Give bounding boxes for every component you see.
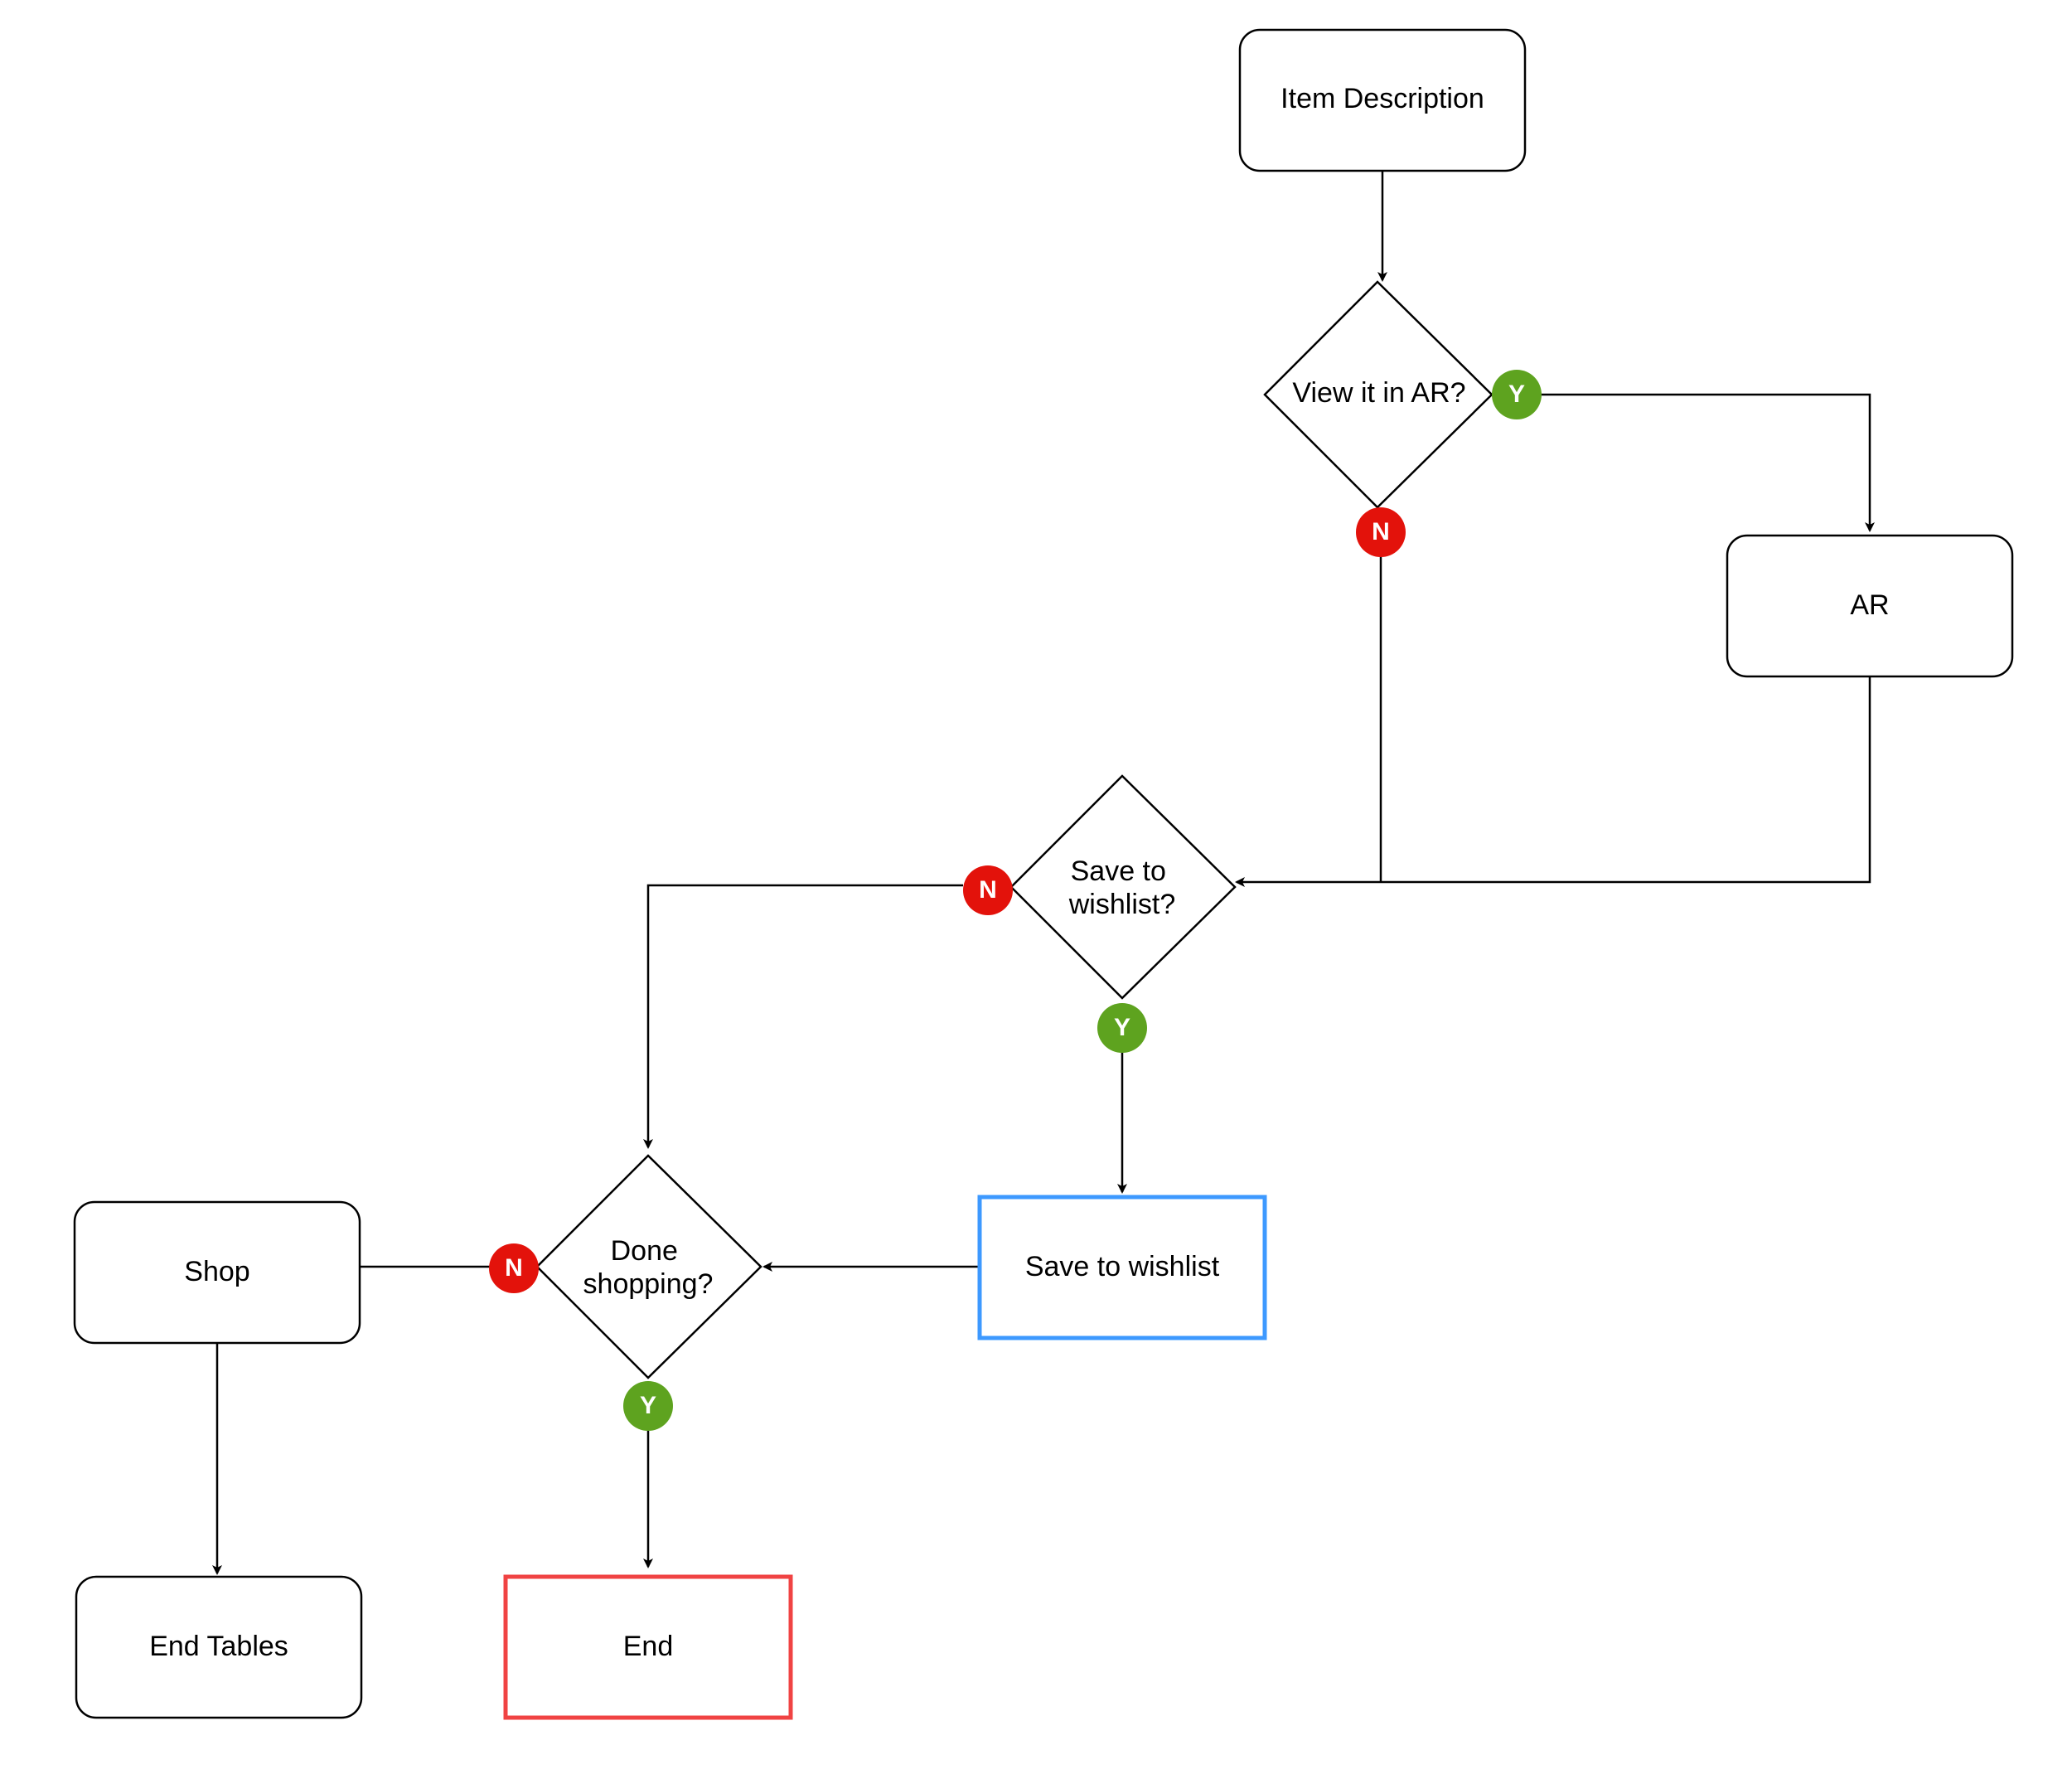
node-ar-label: AR [1850,589,1889,621]
node-save-to-wishlist[interactable]: Save to wishlist [977,1195,1267,1340]
node-end[interactable]: End [503,1574,793,1720]
badge-done-no: N [489,1243,539,1293]
badge-view-ar-yes: Y [1492,370,1542,419]
node-end-label: End [623,1631,674,1662]
edge-view-ar-yes-to-ar [1533,393,1875,532]
decision-save-to-wishlist-line-1: Save to [1071,856,1166,887]
decision-save-to-wishlist-label: Save to wishlist? [1068,856,1175,920]
decision-done-shopping-line-2: shopping? [583,1268,714,1300]
badge-save-q-no-label: N [979,876,997,904]
decision-save-to-wishlist[interactable]: Save to wishlist? [1009,774,1237,1000]
node-save-to-wishlist-label: Save to wishlist [1025,1251,1220,1282]
badge-view-ar-no-label: N [1372,518,1390,545]
badge-save-q-no: N [963,865,1013,915]
node-item-description[interactable]: Item Description [1238,28,1527,172]
decision-done-shopping-line-1: Done [611,1235,678,1267]
decision-save-to-wishlist-line-2: wishlist? [1068,889,1175,920]
decision-view-in-ar[interactable]: View it in AR? [1263,280,1493,509]
node-end-tables-label: End Tables [149,1631,288,1662]
decision-done-shopping[interactable]: Done shopping? [535,1154,762,1379]
badge-view-ar-yes-label: Y [1508,381,1525,408]
decision-done-shopping-label: Done shopping? [583,1235,714,1300]
badge-done-yes-label: Y [640,1392,656,1419]
badge-done-no-label: N [505,1254,523,1282]
badge-view-ar-no: N [1356,507,1406,557]
node-shop-label: Shop [184,1256,249,1287]
node-ar[interactable]: AR [1726,534,2014,678]
badge-save-q-yes: Y [1097,1003,1147,1053]
node-shop[interactable]: Shop [73,1200,361,1345]
edge-ar-to-save-q [1235,676,1871,887]
node-item-description-label: Item Description [1280,83,1484,114]
node-end-tables[interactable]: End Tables [75,1575,363,1719]
badge-save-q-yes-label: Y [1114,1014,1130,1041]
decision-view-in-ar-label: View it in AR? [1292,377,1465,409]
badge-done-yes: Y [623,1381,673,1431]
edge-save-q-no-to-done [643,884,963,1149]
connectors [212,171,1875,1575]
